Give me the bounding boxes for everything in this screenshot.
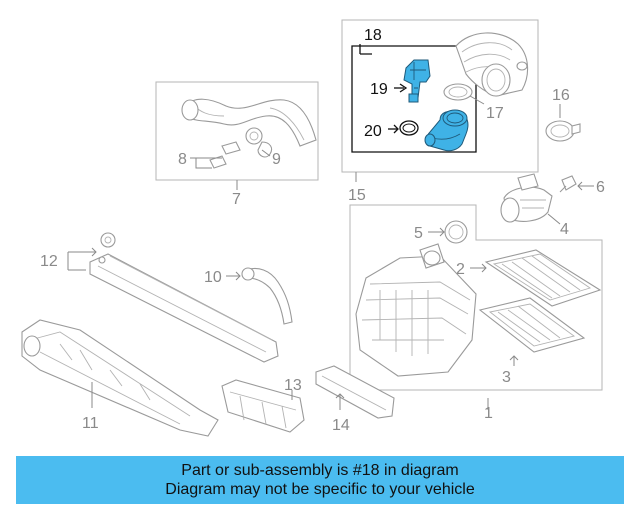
callout-16[interactable]: 16 <box>552 87 570 104</box>
part-18-elbow-pipe[interactable] <box>424 109 469 152</box>
callout-13[interactable]: 13 <box>284 377 302 394</box>
callout-10[interactable]: 10 <box>204 269 222 286</box>
part-3-filter-tray[interactable] <box>478 297 586 353</box>
part-10-breather-tube[interactable] <box>241 267 293 325</box>
callout-1[interactable]: 1 <box>484 405 493 422</box>
group-box-7 <box>155 81 319 181</box>
part-19-valve[interactable] <box>403 59 431 103</box>
info-banner: Part or sub-assembly is #18 in diagram D… <box>16 456 624 504</box>
part-13-bracket[interactable] <box>221 379 305 433</box>
callout-7[interactable]: 7 <box>232 191 241 208</box>
callout-12[interactable]: 12 <box>40 253 58 270</box>
callout-15[interactable]: 15 <box>348 187 366 204</box>
callout-2[interactable]: 2 <box>456 261 465 278</box>
parts-diagram: 1 2 3 4 5 6 7 8 9 10 11 12 13 14 15 16 1… <box>21 19 605 437</box>
part-12-air-duct[interactable] <box>89 253 279 363</box>
callout-4[interactable]: 4 <box>560 221 569 238</box>
part-8-bolts[interactable] <box>209 141 241 169</box>
part-9-grommet[interactable] <box>245 127 273 158</box>
callout-8[interactable]: 8 <box>178 151 187 168</box>
part-7-intake-hose[interactable] <box>181 98 317 147</box>
banner-line-2: Diagram may not be specific to your vehi… <box>165 481 475 498</box>
part-12-screw[interactable] <box>100 232 116 248</box>
part-11-lower-duct[interactable] <box>21 319 219 437</box>
part-15-air-hose[interactable] <box>455 32 529 97</box>
part-6-bolt[interactable] <box>559 175 577 193</box>
highlight-box-18 <box>351 45 477 153</box>
callout-19[interactable]: 19 <box>370 81 388 98</box>
part-4-maf-sensor[interactable] <box>500 173 553 223</box>
callout-11[interactable]: 11 <box>82 415 99 432</box>
callout-6[interactable]: 6 <box>596 179 605 196</box>
part-20-oring[interactable] <box>399 120 419 136</box>
part-14-duct[interactable] <box>315 365 395 419</box>
part-1-air-filter-housing[interactable] <box>355 243 477 377</box>
banner-line-1: Part or sub-assembly is #18 in diagram <box>181 462 459 479</box>
group-box-15 <box>341 19 539 173</box>
callout-20[interactable]: 20 <box>364 123 382 140</box>
callout-9[interactable]: 9 <box>272 151 281 168</box>
part-17-seal[interactable] <box>443 83 473 101</box>
part-16-clamp[interactable] <box>545 120 581 142</box>
callout-3[interactable]: 3 <box>502 369 511 386</box>
part-2-filter-element[interactable] <box>484 249 602 307</box>
part-5-gasket[interactable] <box>444 220 468 244</box>
callout-5[interactable]: 5 <box>414 225 423 242</box>
callout-14[interactable]: 14 <box>332 417 350 434</box>
callout-17[interactable]: 17 <box>486 105 504 122</box>
callout-18[interactable]: 18 <box>364 27 382 44</box>
